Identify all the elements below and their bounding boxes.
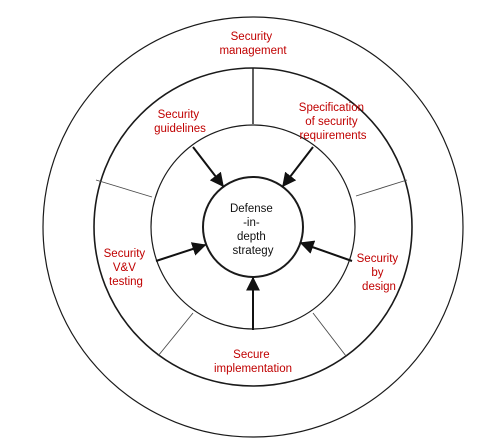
center-line: strategy xyxy=(233,245,274,257)
divider-right-upper xyxy=(355,179,408,197)
divider-left-upper xyxy=(95,179,153,198)
label-line: of security xyxy=(305,116,358,128)
label-security-by-design: Security by design xyxy=(357,253,402,293)
arrow-guidelines xyxy=(192,146,224,188)
label-specification-requirements: Specification of security requirements xyxy=(299,102,367,142)
label-line: Security xyxy=(357,253,399,265)
label-line: Secure xyxy=(233,349,269,361)
label-line: Security xyxy=(158,109,200,121)
label-line: Security xyxy=(231,31,273,43)
label-secure-implementation: Secure implementation xyxy=(214,349,292,375)
arrow-requirements xyxy=(282,146,314,188)
label-line: implementation xyxy=(214,363,292,375)
label-line: guidelines xyxy=(154,123,206,135)
center-line: -in- xyxy=(243,217,260,229)
outer-ring xyxy=(42,16,464,438)
arrow-by-design xyxy=(299,240,353,262)
center-line: depth xyxy=(237,231,266,243)
center-text: Defense -in- depth strategy xyxy=(230,203,276,257)
divider-left-lower xyxy=(157,312,194,357)
label-security-guidelines: Security guidelines xyxy=(154,109,206,135)
label-security-vv-testing: Security V&V testing xyxy=(104,248,149,288)
divider-right-lower xyxy=(312,312,347,357)
center-line: Defense xyxy=(230,203,273,215)
label-security-management: Security management xyxy=(219,31,287,57)
label-line: testing xyxy=(109,276,143,288)
label-line: design xyxy=(362,281,396,293)
label-line: V&V xyxy=(113,262,136,274)
label-line: by xyxy=(371,267,383,279)
label-line: management xyxy=(219,45,287,57)
label-line: requirements xyxy=(299,130,366,142)
arrow-vv-testing xyxy=(155,242,207,262)
label-line: Security xyxy=(104,248,146,260)
label-line: Specification xyxy=(299,102,364,114)
